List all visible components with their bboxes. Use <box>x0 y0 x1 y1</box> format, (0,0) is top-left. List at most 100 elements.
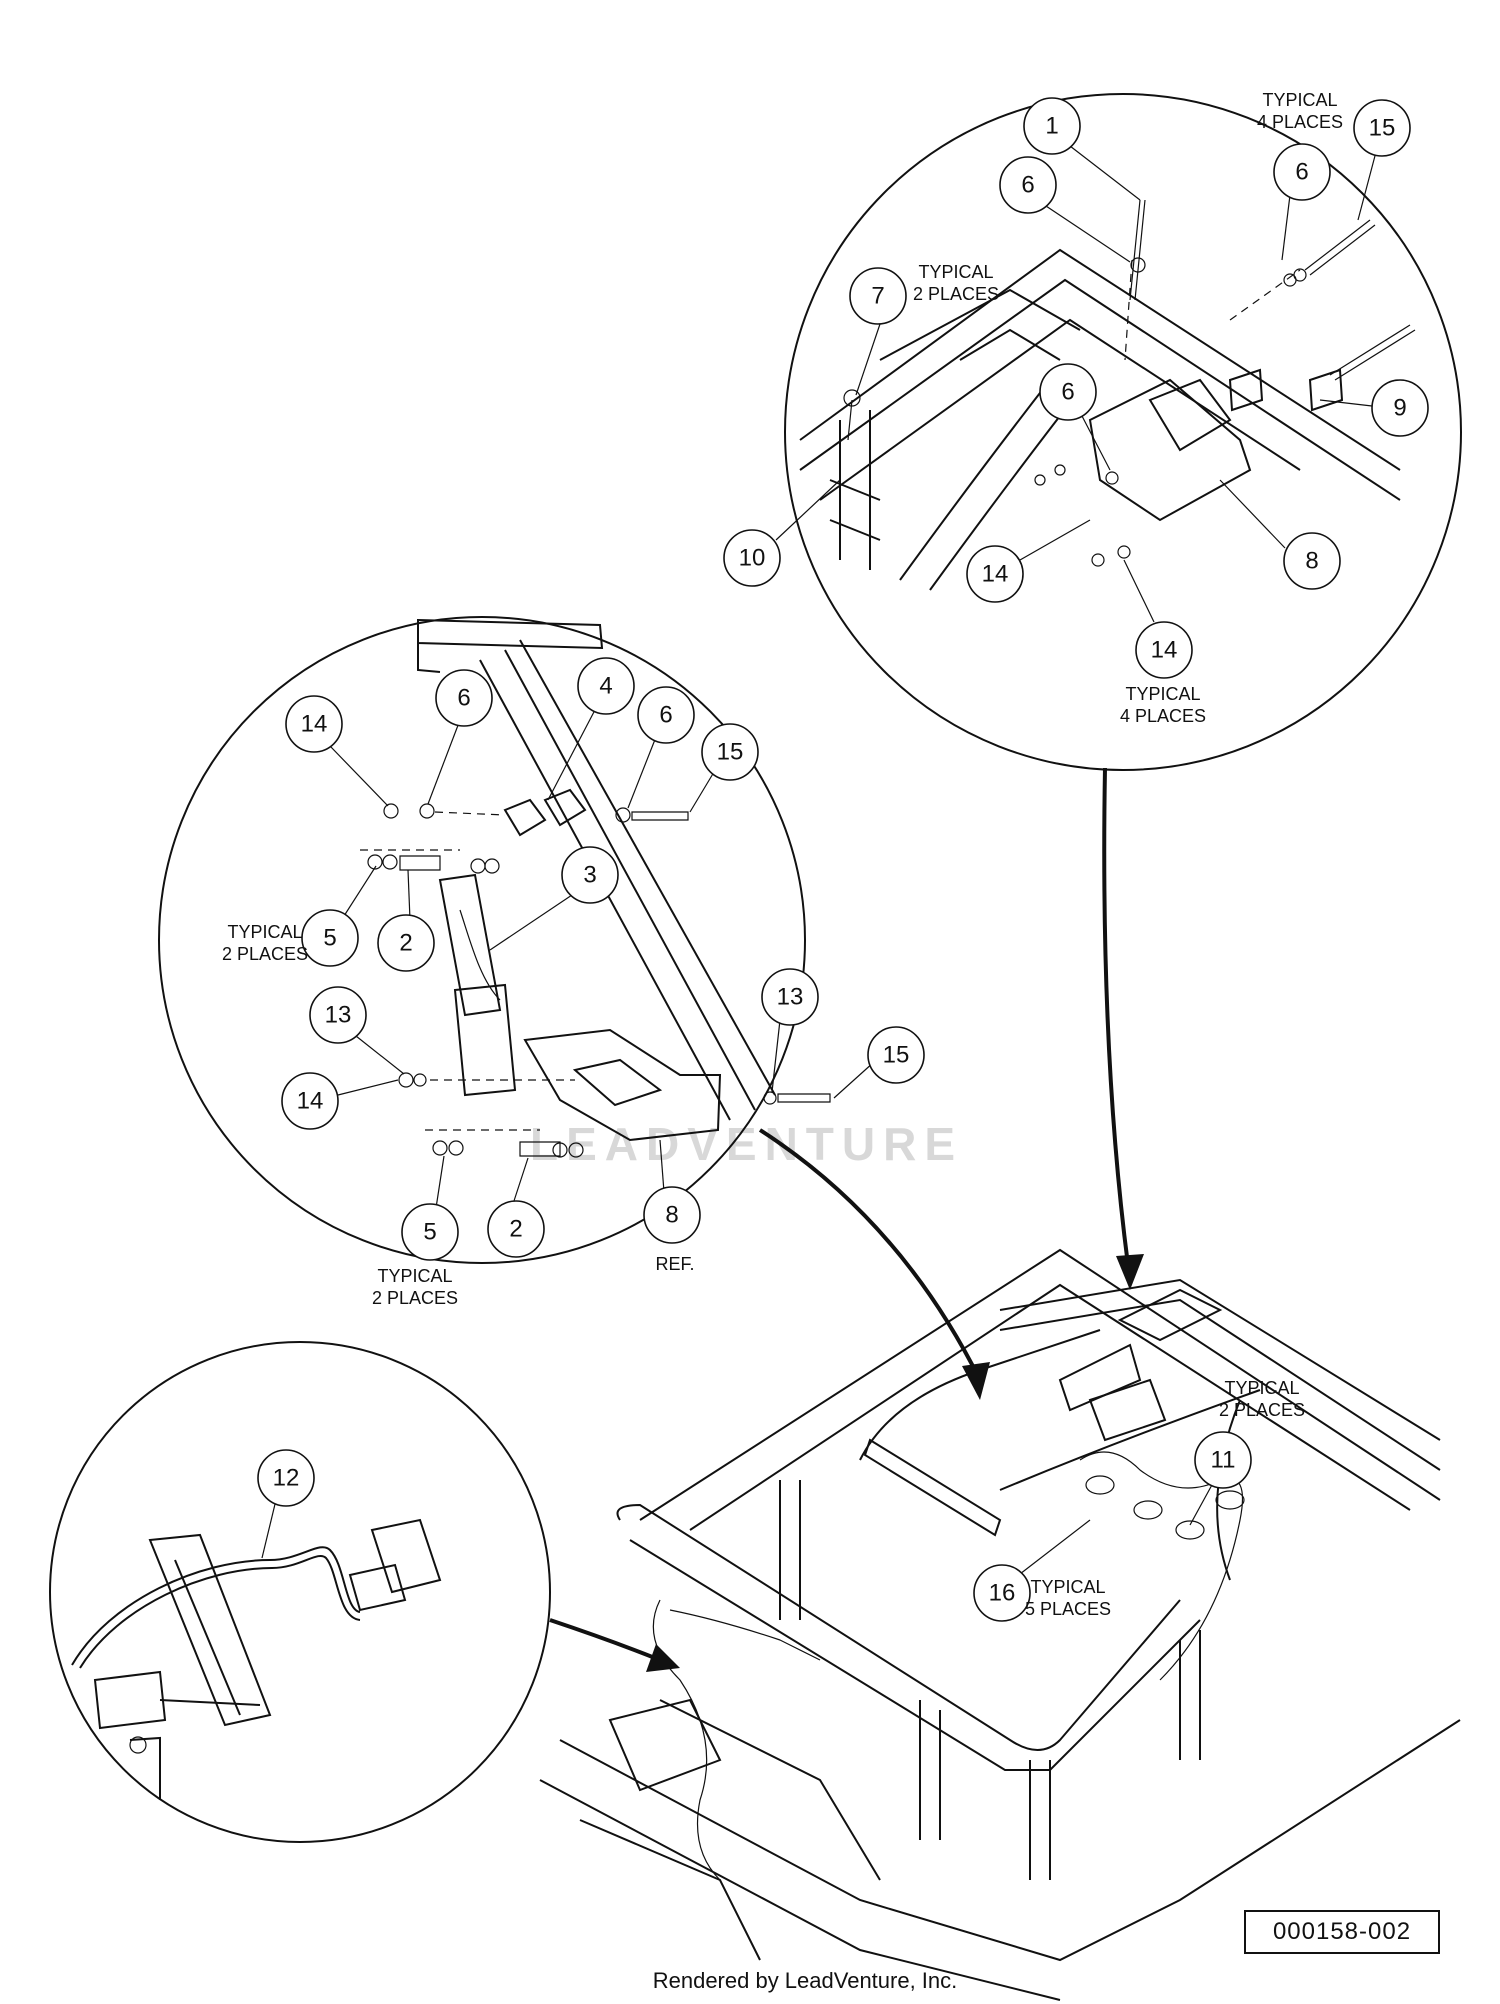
callout-c14d: 14 <box>281 1072 339 1130</box>
callout-circle <box>377 914 435 972</box>
callout-number: 15 <box>1369 115 1396 142</box>
callout-circle <box>285 695 343 753</box>
callout-number: 14 <box>982 561 1009 588</box>
callout-c14b: 14 <box>1135 621 1193 679</box>
note-typical-4-places-mid-2: 4 PLACES <box>1120 706 1206 726</box>
detail-view-frame-mount <box>775 93 1462 771</box>
callout-c6d: 6 <box>435 669 493 727</box>
callout-circle <box>1273 143 1331 201</box>
callout-number: 4 <box>599 673 612 700</box>
callout-number: 13 <box>777 984 804 1011</box>
callout-c7: 7 <box>849 267 907 325</box>
callout-circle <box>1353 99 1411 157</box>
callout-c1: 1 <box>1023 97 1081 155</box>
callout-number: 2 <box>399 930 412 957</box>
watermark-text: LEADVENTURE <box>530 1118 963 1170</box>
detail-view-harness-connector <box>49 1341 551 1843</box>
callout-number: 5 <box>423 1219 436 1246</box>
callout-number: 7 <box>871 283 884 310</box>
callout-circle <box>1371 379 1429 437</box>
callout-c6e: 6 <box>637 686 695 744</box>
callout-number: 16 <box>989 1580 1016 1607</box>
callout-c13a: 13 <box>309 986 367 1044</box>
arrow-head-actuator <box>962 1362 990 1400</box>
callout-circle <box>701 723 759 781</box>
callout-number: 6 <box>659 702 672 729</box>
callout-circle <box>1135 621 1193 679</box>
note-typical-4-places-top-1: TYPICAL <box>1262 90 1337 110</box>
callout-c8b: 8 <box>643 1186 701 1244</box>
callout-circle <box>435 669 493 727</box>
callout-c15c: 15 <box>867 1026 925 1084</box>
callout-number: 1 <box>1045 113 1058 140</box>
callout-circle <box>401 1203 459 1261</box>
callout-number: 9 <box>1393 395 1406 422</box>
callout-number: 5 <box>323 925 336 952</box>
callout-number: 14 <box>297 1088 324 1115</box>
callout-c2a: 2 <box>377 914 435 972</box>
callout-c16: 16 <box>973 1564 1031 1622</box>
callout-circle <box>561 846 619 904</box>
note-typical-4-places-top-2: 4 PLACES <box>1257 112 1343 132</box>
callout-c11: 11 <box>1194 1431 1252 1489</box>
callout-circle <box>966 545 1024 603</box>
callout-c15b: 15 <box>701 723 759 781</box>
callout-number: 13 <box>325 1002 352 1029</box>
callout-c14a: 14 <box>966 545 1024 603</box>
callout-c2b: 2 <box>487 1200 545 1258</box>
note-typical-2-places-right-1: TYPICAL <box>1224 1378 1299 1398</box>
detail-arrows <box>549 767 1144 1672</box>
callout-c6b: 6 <box>1273 143 1331 201</box>
callout-number: 3 <box>583 862 596 889</box>
callout-number: 2 <box>509 1216 522 1243</box>
callout-circle <box>643 1186 701 1244</box>
callout-circle <box>281 1072 339 1130</box>
note-typical-2-places-top-2: 2 PLACES <box>913 284 999 304</box>
vehicle-frame-assembly <box>539 1248 1461 2001</box>
callout-circle <box>1023 97 1081 155</box>
callout-number: 15 <box>717 739 744 766</box>
callout-number: 6 <box>1295 159 1308 186</box>
callout-c9: 9 <box>1371 379 1429 437</box>
notes: TYPICAL 4 PLACES TYPICAL 2 PLACES TYPICA… <box>222 90 1343 1619</box>
callout-number: 11 <box>1211 1447 1236 1474</box>
note-ref: REF. <box>655 1254 694 1274</box>
callout-circle <box>849 267 907 325</box>
callout-number: 14 <box>1151 637 1178 664</box>
callout-number: 8 <box>1305 548 1318 575</box>
note-typical-2-places-top-1: TYPICAL <box>918 262 993 282</box>
arrow-head-frame <box>1116 1254 1144 1290</box>
callout-number: 10 <box>739 545 766 572</box>
callout-circle <box>973 1564 1031 1622</box>
callout-circle <box>301 909 359 967</box>
callout-circle <box>309 986 367 1044</box>
note-typical-5-places-1: TYPICAL <box>1030 1577 1105 1597</box>
callout-circle <box>1194 1431 1252 1489</box>
note-typical-2-places-bottom-1: TYPICAL <box>377 1266 452 1286</box>
callout-c5b: 5 <box>401 1203 459 1261</box>
note-typical-2-places-left-2: 2 PLACES <box>222 944 308 964</box>
callout-c12: 12 <box>257 1449 315 1507</box>
callout-number: 12 <box>273 1465 300 1492</box>
callout-circle <box>867 1026 925 1084</box>
callout-circle <box>1283 532 1341 590</box>
callout-circle <box>577 657 635 715</box>
callout-c10: 10 <box>723 529 781 587</box>
note-typical-2-places-left-1: TYPICAL <box>227 922 302 942</box>
callout-c6a: 6 <box>999 156 1057 214</box>
callout-circle <box>487 1200 545 1258</box>
callout-c3: 3 <box>561 846 619 904</box>
callout-number: 15 <box>883 1042 910 1069</box>
drawing-number-box: 000158-002 <box>1244 1910 1440 1954</box>
note-typical-4-places-mid-1: TYPICAL <box>1125 684 1200 704</box>
callout-number: 14 <box>301 711 328 738</box>
callout-c13b: 13 <box>761 968 819 1026</box>
callout-c14c: 14 <box>285 695 343 753</box>
footer: Rendered by LeadVenture, Inc. <box>0 1968 1500 1994</box>
footer-text: Rendered by LeadVenture, Inc. <box>652 1968 958 1993</box>
note-typical-2-places-right-2: 2 PLACES <box>1219 1400 1305 1420</box>
callout-number: 6 <box>1021 172 1034 199</box>
callout-c5a: 5 <box>301 909 359 967</box>
